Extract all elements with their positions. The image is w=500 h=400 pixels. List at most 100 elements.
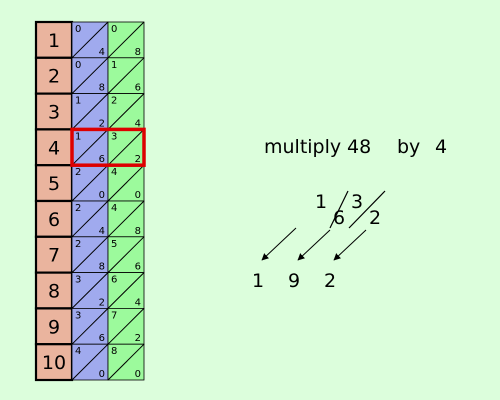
lattice-bottom-right-digit: 2	[369, 207, 381, 229]
rod-b-tens-digit: 0	[111, 24, 117, 35]
lattice-diagonal-left	[329, 190, 349, 229]
rod-row-4: 4 1 6 3 2	[34, 128, 145, 167]
rod-row-7: 7 2 8 5 6	[34, 235, 145, 274]
rod-b-tens-digit: 4	[111, 167, 117, 178]
index-cell	[34, 343, 74, 382]
rod-b-units-digit: 6	[135, 83, 141, 94]
rod-b-units-digit: 6	[135, 262, 141, 273]
rod-a-units-digit: 2	[99, 297, 105, 308]
problem-word-multiply: multiply	[264, 136, 341, 158]
rod-b-diagonal	[107, 200, 145, 238]
rod-b-tens-digit: 1	[111, 60, 117, 71]
rod-row-6: 6 2 4 4 8	[34, 199, 145, 238]
problem-multiplicand: 48	[347, 136, 371, 158]
rod-b-units-digit: 2	[135, 154, 141, 165]
rod-a-diagonal	[71, 343, 109, 381]
rod-a-units-digit: 6	[99, 154, 105, 165]
lattice-diagonal-right	[348, 190, 386, 229]
rod-a-units-digit: 8	[99, 83, 105, 94]
rod-a-diagonal	[71, 129, 109, 166]
rod-a-diagonal	[71, 200, 109, 238]
rod-a-tens-digit: 1	[75, 96, 81, 107]
rod-b-diagonal	[107, 272, 145, 309]
rod-a-units-digit: 2	[99, 118, 105, 129]
rod-b-diagonal	[107, 129, 145, 166]
rod-a-tens-digit: 0	[75, 24, 81, 35]
index-number: 1	[48, 30, 60, 52]
problem-multiplier: 4	[435, 136, 447, 158]
rod-b-units-digit: 8	[135, 47, 141, 58]
index-number: 2	[48, 66, 60, 88]
rod-a-diagonal	[71, 21, 109, 59]
rod-a-tens-digit: 3	[75, 275, 81, 286]
lattice-top-left-digit: 1	[315, 191, 327, 213]
rod-row-5: 5 2 0 4 0	[34, 164, 145, 203]
rod-a-units-digit: 8	[99, 262, 105, 273]
highlight-box	[70, 127, 146, 167]
rod-b-diagonal	[107, 343, 145, 381]
index-cell	[34, 20, 74, 59]
worked-lattice: 1 3 6 2 1 9 2	[252, 190, 386, 292]
rod-b-units-digit: 0	[135, 190, 141, 201]
index-number: 7	[48, 245, 60, 267]
lattice-top-right-digit: 3	[351, 191, 363, 213]
rod-b-tens-digit: 5	[111, 239, 117, 250]
rod-a-tens-digit: 0	[75, 60, 81, 71]
napier-rods: 1040820816312244163252040624487285683264…	[34, 20, 146, 382]
lattice-bottom-left-digit: 6	[333, 207, 345, 229]
rod-a-tens-digit: 2	[75, 239, 81, 250]
rod-b-diagonal	[107, 236, 145, 273]
rod-a-units-digit: 0	[99, 190, 105, 201]
rod-b-diagonal	[107, 21, 145, 59]
rod-b-diagonal	[107, 164, 145, 202]
rod-row-10: 10 4 0 8 0	[34, 343, 145, 382]
rod-b-units-digit: 8	[135, 226, 141, 237]
index-cell	[34, 164, 74, 203]
rod-a-units-digit: 4	[99, 226, 105, 237]
rod-a-units-digit: 0	[99, 369, 105, 380]
rod-a-diagonal	[71, 164, 109, 202]
index-number: 3	[48, 102, 60, 124]
rod-a-tens-digit: 2	[75, 203, 81, 214]
arrow-to-hundreds	[261, 227, 297, 261]
problem-word-by: by	[397, 136, 420, 158]
index-number: 10	[42, 352, 66, 374]
rod-b-tens-digit: 3	[111, 131, 117, 142]
rod-a-tens-digit: 3	[75, 310, 81, 321]
index-number: 9	[48, 316, 60, 338]
rod-b-tens-digit: 4	[111, 203, 117, 214]
index-number: 5	[48, 173, 60, 195]
rod-a-tens-digit: 4	[75, 346, 81, 357]
rod-b-tens-digit: 6	[111, 275, 117, 286]
rod-b-diagonal	[107, 93, 145, 130]
rod-a-tens-digit: 1	[75, 131, 81, 142]
problem-statement: multiply 48 by 4	[264, 136, 447, 158]
rod-b-units-digit: 0	[135, 369, 141, 380]
rod-b-tens-digit: 7	[111, 310, 117, 321]
rod-b-tens-digit: 2	[111, 96, 117, 107]
index-number: 8	[48, 281, 60, 303]
rod-a-units-digit: 4	[99, 47, 105, 58]
arrow-to-units	[333, 229, 367, 261]
rod-b-units-digit: 4	[135, 297, 141, 308]
rod-row-8: 8 3 26 4	[34, 271, 145, 310]
result-digit-hundreds: 1	[252, 270, 264, 292]
rod-a-diagonal	[71, 236, 109, 273]
rod-b-diagonal	[107, 308, 145, 345]
rod-a-diagonal	[71, 57, 109, 94]
rod-a-tens-digit: 2	[75, 167, 81, 178]
arrow-to-tens	[297, 229, 331, 261]
rod-a-diagonal	[71, 272, 109, 309]
rod-b-diagonal	[107, 57, 145, 94]
index-number: 6	[48, 209, 60, 231]
rod-b-tens-digit: 8	[111, 346, 117, 357]
rod-a-diagonal	[71, 93, 109, 130]
index-number: 4	[48, 137, 60, 159]
result-digit-units: 2	[324, 270, 336, 292]
rod-a-diagonal	[71, 308, 109, 345]
rod-a-units-digit: 6	[99, 333, 105, 344]
